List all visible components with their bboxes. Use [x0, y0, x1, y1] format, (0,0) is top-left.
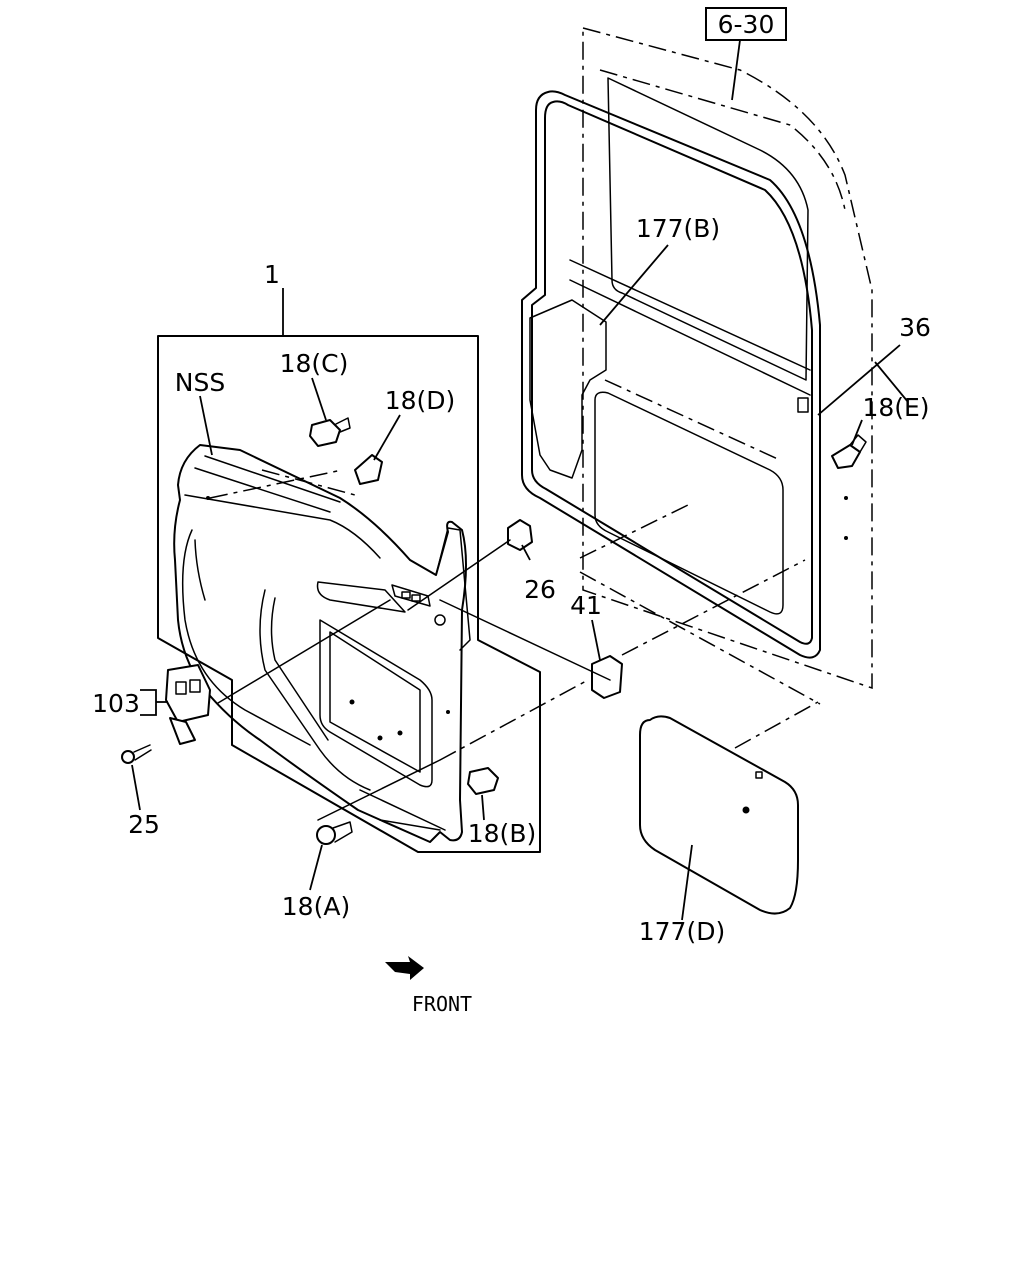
- part-labels: 1 NSS 18(C) 18(D) 177(B) 36 18(E) 26 41 …: [92, 214, 931, 946]
- label-part-177d: 177(D): [639, 917, 725, 946]
- label-part-25: 25: [128, 810, 160, 839]
- label-part-18e: 18(E): [862, 393, 929, 422]
- pad-177d: [639, 715, 799, 915]
- label-part-1: 1: [264, 260, 280, 289]
- bracket-18d: [354, 454, 383, 485]
- clip-18a: [316, 821, 353, 845]
- connection-lines: [217, 503, 821, 821]
- door-panel-outer: [521, 27, 873, 690]
- clip-18e: [831, 434, 867, 469]
- clip-26: [507, 519, 533, 551]
- label-part-18c: 18(C): [280, 349, 349, 378]
- label-part-103: 103: [92, 689, 140, 718]
- front-arrow-icon: [385, 956, 424, 980]
- label-part-36: 36: [899, 313, 931, 342]
- reference-box: 6-30: [705, 7, 787, 41]
- label-part-41: 41: [570, 591, 602, 620]
- clip-18c: [309, 417, 351, 447]
- door-trim-panel: [157, 335, 541, 853]
- label-part-177b: 177(B): [636, 214, 720, 243]
- reference-box-label: 6-30: [718, 10, 775, 39]
- label-nss: NSS: [175, 368, 225, 397]
- screw-25: [121, 744, 152, 764]
- front-label: FRONT: [412, 992, 472, 1016]
- label-part-18b: 18(B): [468, 819, 536, 848]
- front-indicator: FRONT: [385, 956, 472, 1016]
- switch-103: [165, 664, 211, 745]
- label-part-18a: 18(A): [282, 892, 350, 921]
- leader-lines: [131, 39, 909, 921]
- label-part-18d: 18(D): [385, 386, 456, 415]
- clip-18b: [467, 767, 499, 795]
- label-part-26: 26: [524, 575, 556, 604]
- clip-41: [591, 655, 623, 699]
